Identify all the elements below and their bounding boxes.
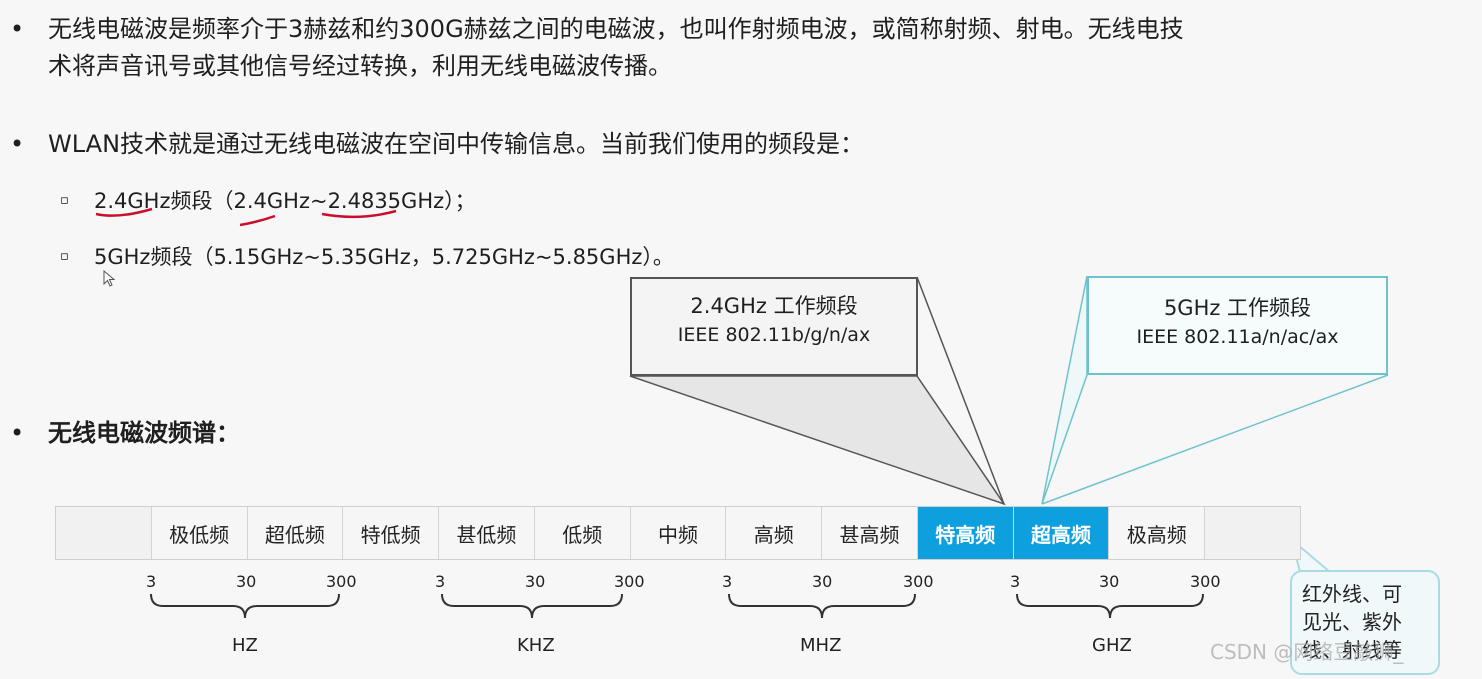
sub-item-5ghz: ▫ 5GHz频段（5.15GHz~5.35GHz，5.725GHz~5.85GH… — [60, 242, 674, 272]
tick-label: 3 — [146, 572, 157, 591]
spectrum-cell-uhf: 特高频 — [917, 507, 1014, 559]
infrared-callout-line2: 见光、紫外 — [1302, 610, 1402, 634]
bullet-dot: • — [10, 15, 25, 43]
sub-marker: ▫ — [60, 249, 69, 264]
unit-label-mhz: MHZ — [800, 635, 842, 656]
tick-label: 30 — [236, 572, 257, 591]
spectrum-cell-slf: 超低频 — [248, 507, 344, 559]
sub-item-24ghz: ▫ 2.4GHz频段（2.4GHz~2.4835GHz）； — [60, 186, 476, 216]
sub-item-text: 5GHz频段（5.15GHz~5.35GHz，5.725GHz~5.85GHz）… — [94, 245, 674, 269]
spectrum-cell-blank — [56, 507, 152, 559]
spectrum-cell-mf: 中频 — [631, 507, 727, 559]
bullet-dot: • — [10, 419, 25, 447]
unit-label-khz: KHZ — [517, 635, 555, 656]
callout-24ghz: 2.4GHz 工作频段 IEEE 802.11b/g/n/ax — [630, 277, 918, 376]
spectrum-cell-vhf: 甚高频 — [822, 507, 918, 559]
bullet-text: WLAN技术就是通过无线电磁波在空间中传输信息。当前我们使用的频段是： — [48, 130, 865, 158]
spectrum-cell-shf: 超高频 — [1013, 507, 1110, 559]
tick-label: 300 — [614, 572, 645, 591]
bullet-text-line1: 无线电磁波是频率介于3赫兹和约300G赫兹之间的电磁波，也叫作射频电波，或简称射… — [48, 15, 1184, 43]
bullet-wlan-definition: • WLAN技术就是通过无线电磁波在空间中传输信息。当前我们使用的频段是： — [10, 126, 1468, 163]
spectrum-heading: 无线电磁波频谱： — [48, 419, 240, 447]
tick-label: 3 — [1010, 572, 1021, 591]
callout-5ghz: 5GHz 工作频段 IEEE 802.11a/n/ac/ax — [1087, 276, 1388, 375]
bullet-dot: • — [10, 130, 25, 158]
sub-marker: ▫ — [60, 193, 69, 208]
spectrum-cell-ulf: 特低频 — [343, 507, 440, 559]
tick-label: 300 — [1190, 572, 1221, 591]
tick-label: 3 — [435, 572, 446, 591]
callout-5ghz-title: 5GHz 工作频段 — [1163, 296, 1312, 320]
spectrum-cell-ehf: 极高频 — [1109, 507, 1206, 559]
callout-5ghz-standard: IEEE 802.11a/n/ac/ax — [1136, 326, 1339, 348]
unit-label-hz: HZ — [232, 635, 258, 656]
infrared-callout-line1: 红外线、可 — [1302, 582, 1402, 606]
tick-label: 3 — [722, 572, 733, 591]
spectrum-cell-hf: 高频 — [726, 507, 823, 559]
tick-label: 300 — [903, 572, 934, 591]
spectrum-cell-elf: 极低频 — [152, 507, 248, 559]
spectrum-cell-vlf: 甚低频 — [439, 507, 535, 559]
tick-label: 30 — [1099, 572, 1120, 591]
infrared-callout-line3: 线、射线等 — [1302, 638, 1402, 662]
bullet-radio-definition: • 无线电磁波是频率介于3赫兹和约300G赫兹之间的电磁波，也叫作射频电波，或简… — [10, 11, 1468, 85]
callout-24ghz-standard: IEEE 802.11b/g/n/ax — [677, 324, 871, 346]
bullet-text-line2: 术将声音讯号或其他信号经过转换，利用无线电磁波传播。 — [48, 52, 672, 80]
tick-label: 300 — [326, 572, 357, 591]
unit-label-ghz: GHZ — [1092, 635, 1132, 656]
spectrum-cell-blank — [1205, 507, 1300, 559]
tick-label: 30 — [812, 572, 833, 591]
sub-item-text: 2.4GHz频段（2.4GHz~2.4835GHz）； — [94, 189, 476, 213]
mouse-cursor-icon — [103, 270, 116, 287]
callout-24ghz-title: 2.4GHz 工作频段 — [690, 294, 858, 318]
spectrum-bar: 极低频 超低频 特低频 甚低频 低频 中频 高频 甚高频 特高频 超高频 极高频 — [55, 506, 1301, 560]
infrared-callout: 红外线、可 见光、紫外 线、射线等 — [1290, 570, 1440, 675]
spectrum-cell-lf: 低频 — [535, 507, 631, 559]
bullet-spectrum-heading: • 无线电磁波频谱： — [10, 415, 1468, 452]
tick-label: 30 — [525, 572, 546, 591]
